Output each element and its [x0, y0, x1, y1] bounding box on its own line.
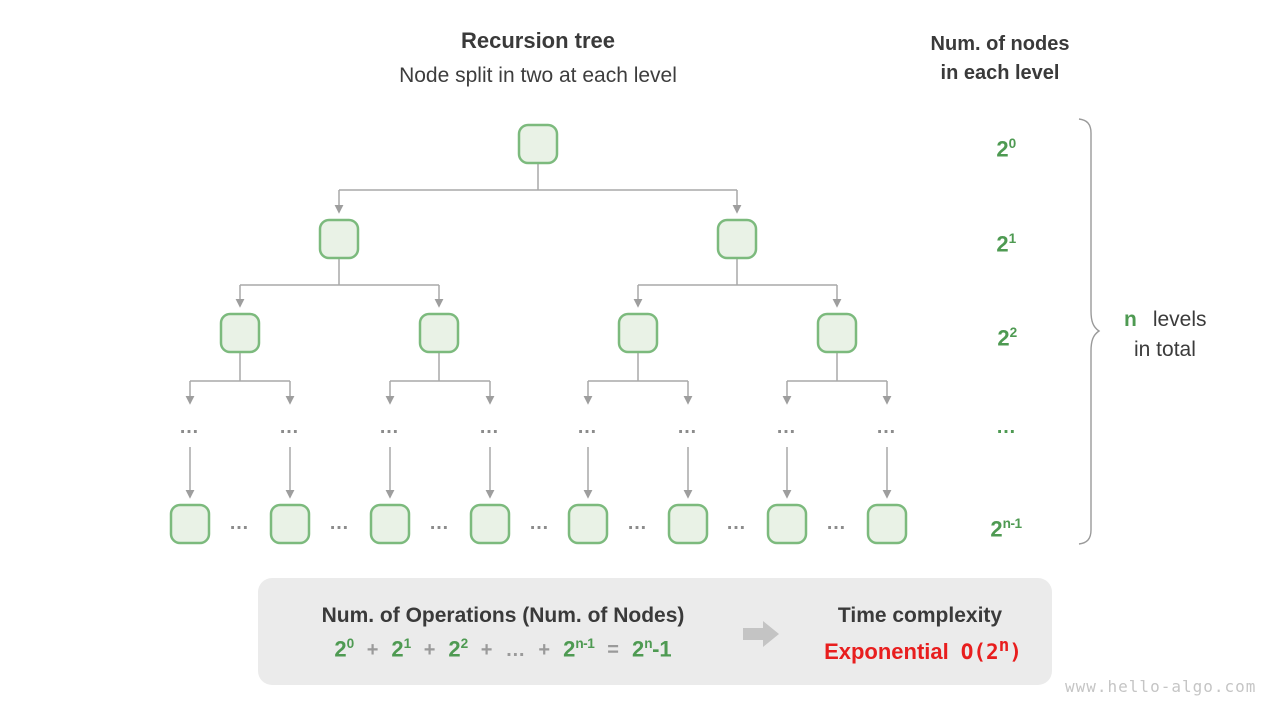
right-column-header: Num. of nodes in each level [931, 30, 1070, 88]
formula-term: 2n-1 [563, 636, 595, 662]
tree-node [318, 218, 360, 260]
leaf-row-ellipsis: … [529, 512, 551, 534]
summary-box: Num. of Operations (Num. of Nodes) 20 + … [258, 578, 1052, 685]
complexity-result: Exponential O(2n) [824, 636, 1022, 665]
operations-title: Num. of Operations (Num. of Nodes) [321, 604, 685, 627]
leaf-row-ellipsis: … [229, 512, 251, 534]
tree-node [567, 503, 609, 545]
level-label-1: 21 [996, 225, 1017, 258]
formula-plus: + [366, 639, 379, 662]
formula-term: 20 [334, 636, 354, 662]
tree-ellipsis: … [279, 416, 301, 438]
formula-plus: + [480, 639, 493, 662]
tree-node [369, 503, 411, 545]
complexity-label: Exponential [824, 639, 949, 664]
tree-ellipsis: … [479, 416, 501, 438]
level-label-4: 2n-1 [990, 510, 1022, 543]
tree-node [816, 312, 858, 354]
tree-node [716, 218, 758, 260]
levels-brace [1078, 118, 1101, 545]
tree-connectors [185, 163, 892, 499]
level-label-base: 2 [997, 325, 1010, 351]
implies-arrow-icon [743, 621, 779, 647]
level-label-sup: 0 [1008, 136, 1017, 151]
level-label-sup: n-1 [1002, 516, 1022, 531]
tree-ellipsis: … [577, 416, 599, 438]
tree-node [667, 503, 709, 545]
tree-ellipsis: … [379, 416, 401, 438]
leaf-row-ellipsis: … [429, 512, 451, 534]
level-label-2: 22 [997, 319, 1018, 352]
tree-node [766, 503, 808, 545]
time-complexity-title: Time complexity [837, 604, 1003, 627]
tree-node [517, 123, 559, 165]
level-label-base: 2 [996, 231, 1009, 257]
formula-term: 21 [391, 636, 411, 662]
level-label-base: 2 [996, 136, 1009, 162]
tree-node [617, 312, 659, 354]
tree-ellipsis: … [776, 416, 798, 438]
tree-ellipsis: … [876, 416, 898, 438]
level-label-sup: 1 [1008, 231, 1017, 246]
complexity-value: O(2n) [960, 636, 1022, 664]
leaf-row-ellipsis: … [726, 512, 748, 534]
leaf-row-ellipsis: … [627, 512, 649, 534]
brace-note-levels: levels [1152, 308, 1207, 331]
tree-node [469, 503, 511, 545]
tree-ellipsis: … [179, 416, 201, 438]
brace-note-n: n [1124, 308, 1137, 331]
diagram-title: Recursion tree [460, 28, 616, 53]
brace-note-line2: in total [1134, 338, 1196, 361]
tree-node [219, 312, 261, 354]
operations-formula: 20 + 21 + 22 + … + 2n-1 = 2n-1 [334, 636, 671, 662]
level-label-ellipsis: … [996, 416, 1018, 438]
formula-result: 2n-1 [631, 636, 672, 662]
leaf-row-ellipsis: … [329, 512, 351, 534]
level-label-sup: 2 [1009, 325, 1018, 340]
tree-node [169, 503, 211, 545]
tree-node [866, 503, 908, 545]
diagram-subtitle: Node split in two at each level [399, 64, 677, 87]
level-label-0: 20 [996, 130, 1017, 163]
right-header-line1: Num. of nodes [930, 33, 1070, 55]
tree-nodes [169, 123, 908, 545]
formula-plus: + [538, 639, 551, 662]
leaf-row-ellipsis: … [826, 512, 848, 534]
right-header-line2: in each level [940, 62, 1060, 84]
formula-term: 22 [448, 636, 468, 662]
formula-equals: = [607, 639, 619, 662]
tree-node [418, 312, 460, 354]
tree-ellipsis: … [677, 416, 699, 438]
formula-dots: … [505, 639, 526, 662]
watermark: www.hello-algo.com [1065, 677, 1257, 696]
tree-node [269, 503, 311, 545]
level-label-base: 2 [990, 516, 1003, 542]
formula-plus: + [423, 639, 436, 662]
